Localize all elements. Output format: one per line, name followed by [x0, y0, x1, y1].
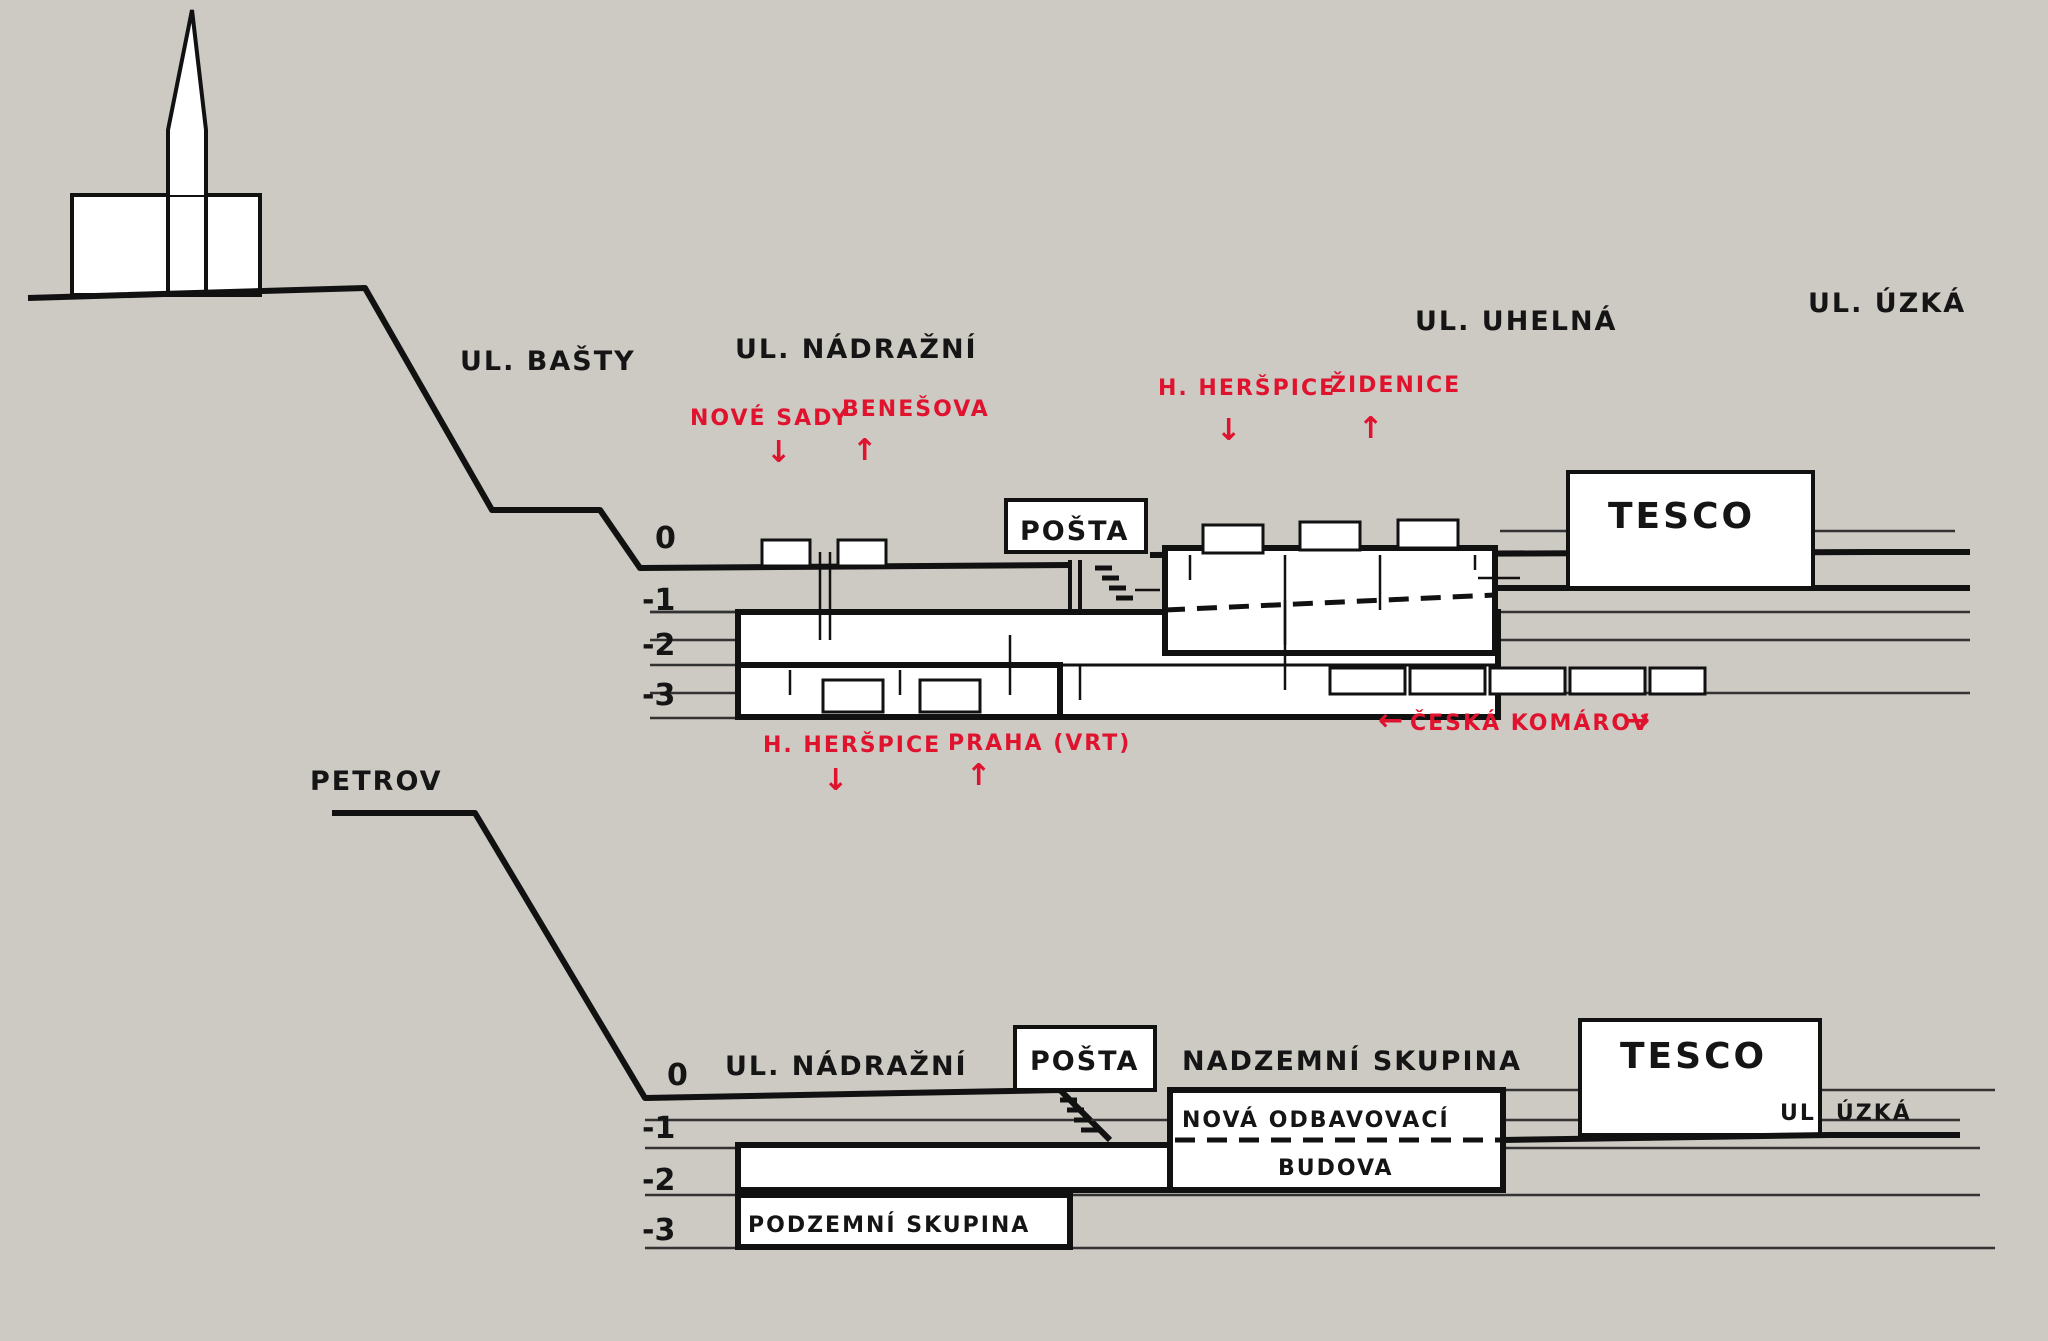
destination-label: H. HERŠPICE [1158, 375, 1336, 401]
street-label-nadrazni: UL. NÁDRAŽNÍ [735, 333, 978, 365]
group-label-new-2: BUDOVA [1278, 1156, 1394, 1181]
posta-label: POŠTA [1020, 515, 1129, 547]
tesco-label: TESCO [1608, 496, 1755, 537]
place-label-petrov: PETROV [310, 766, 443, 797]
level-ticks-top [650, 610, 735, 720]
level-label: -3 [642, 678, 675, 713]
level-label: -1 [642, 583, 675, 618]
posta-building-top [1004, 498, 1148, 554]
level-label: 0 [655, 521, 676, 556]
tesco-label: TESCO [1620, 1036, 1767, 1077]
tesco-building-bottom [1578, 1018, 1822, 1137]
arrow-right-icon: → [1625, 703, 1650, 738]
arrow-up-icon: ↑ [966, 758, 991, 793]
terrain-line-right-bottom [1502, 1132, 1960, 1143]
level-label: -1 [642, 1111, 675, 1146]
destination-label: NOVÉ SADY [690, 405, 850, 431]
tesco-building-top [1566, 470, 1815, 590]
arrow-down-icon: ↓ [1216, 413, 1241, 448]
group-label-underground: PODZEMNÍ SKUPINA [748, 1212, 1030, 1238]
street-label-basty: UL. BAŠTY [460, 345, 636, 377]
arrow-down-icon: ↓ [823, 763, 848, 798]
posta-building-bottom [1013, 1025, 1157, 1092]
group-label-above: NADZEMNÍ SKUPINA [1182, 1045, 1522, 1077]
street-label-uzka: UL. ÚZKÁ [1780, 1100, 1912, 1126]
stairs-icon [1060, 1097, 1098, 1133]
cathedral-icon [70, 9, 262, 297]
level-label: -2 [642, 1163, 675, 1198]
stairs-icon [1095, 565, 1133, 601]
destination-label: H. HERŠPICE [763, 732, 941, 758]
tram-stop-icons-top [760, 518, 1460, 568]
tram-stop-icons-underground [821, 678, 982, 714]
flow-arrows [788, 552, 1520, 700]
arrow-down-icon: ↓ [766, 435, 791, 470]
destination-label: BENEŠOVA [842, 396, 990, 422]
street-label-nadrazni: UL. NÁDRAŽNÍ [725, 1050, 968, 1082]
street-label-uzka: UL. ÚZKÁ [1808, 287, 1966, 319]
street-label-uhelna: UL. UHELNÁ [1415, 305, 1617, 337]
level-label: -2 [642, 628, 675, 663]
train-icon [1328, 666, 1707, 696]
terrain-line-top [27, 285, 1071, 571]
posta-label: POŠTA [1030, 1045, 1139, 1077]
level-label: 0 [667, 1058, 688, 1093]
level-label: -3 [642, 1213, 675, 1248]
rail-route-label: ČESKÁ KOMÁROV [1410, 710, 1651, 736]
destination-label: ŽIDENICE [1330, 372, 1461, 398]
dashed-level-line [1164, 592, 1496, 613]
arrow-up-icon: ↑ [1358, 411, 1383, 446]
underground-group-box [735, 1192, 1073, 1250]
group-label-new-1: NOVÁ ODBAVOVACÍ [1182, 1107, 1450, 1133]
destination-label: PRAHA (VRT) [948, 731, 1131, 756]
arrow-left-icon: ← [1378, 703, 1403, 738]
terrain-line-bottom [332, 810, 1113, 1143]
arrow-up-icon: ↑ [852, 433, 877, 468]
